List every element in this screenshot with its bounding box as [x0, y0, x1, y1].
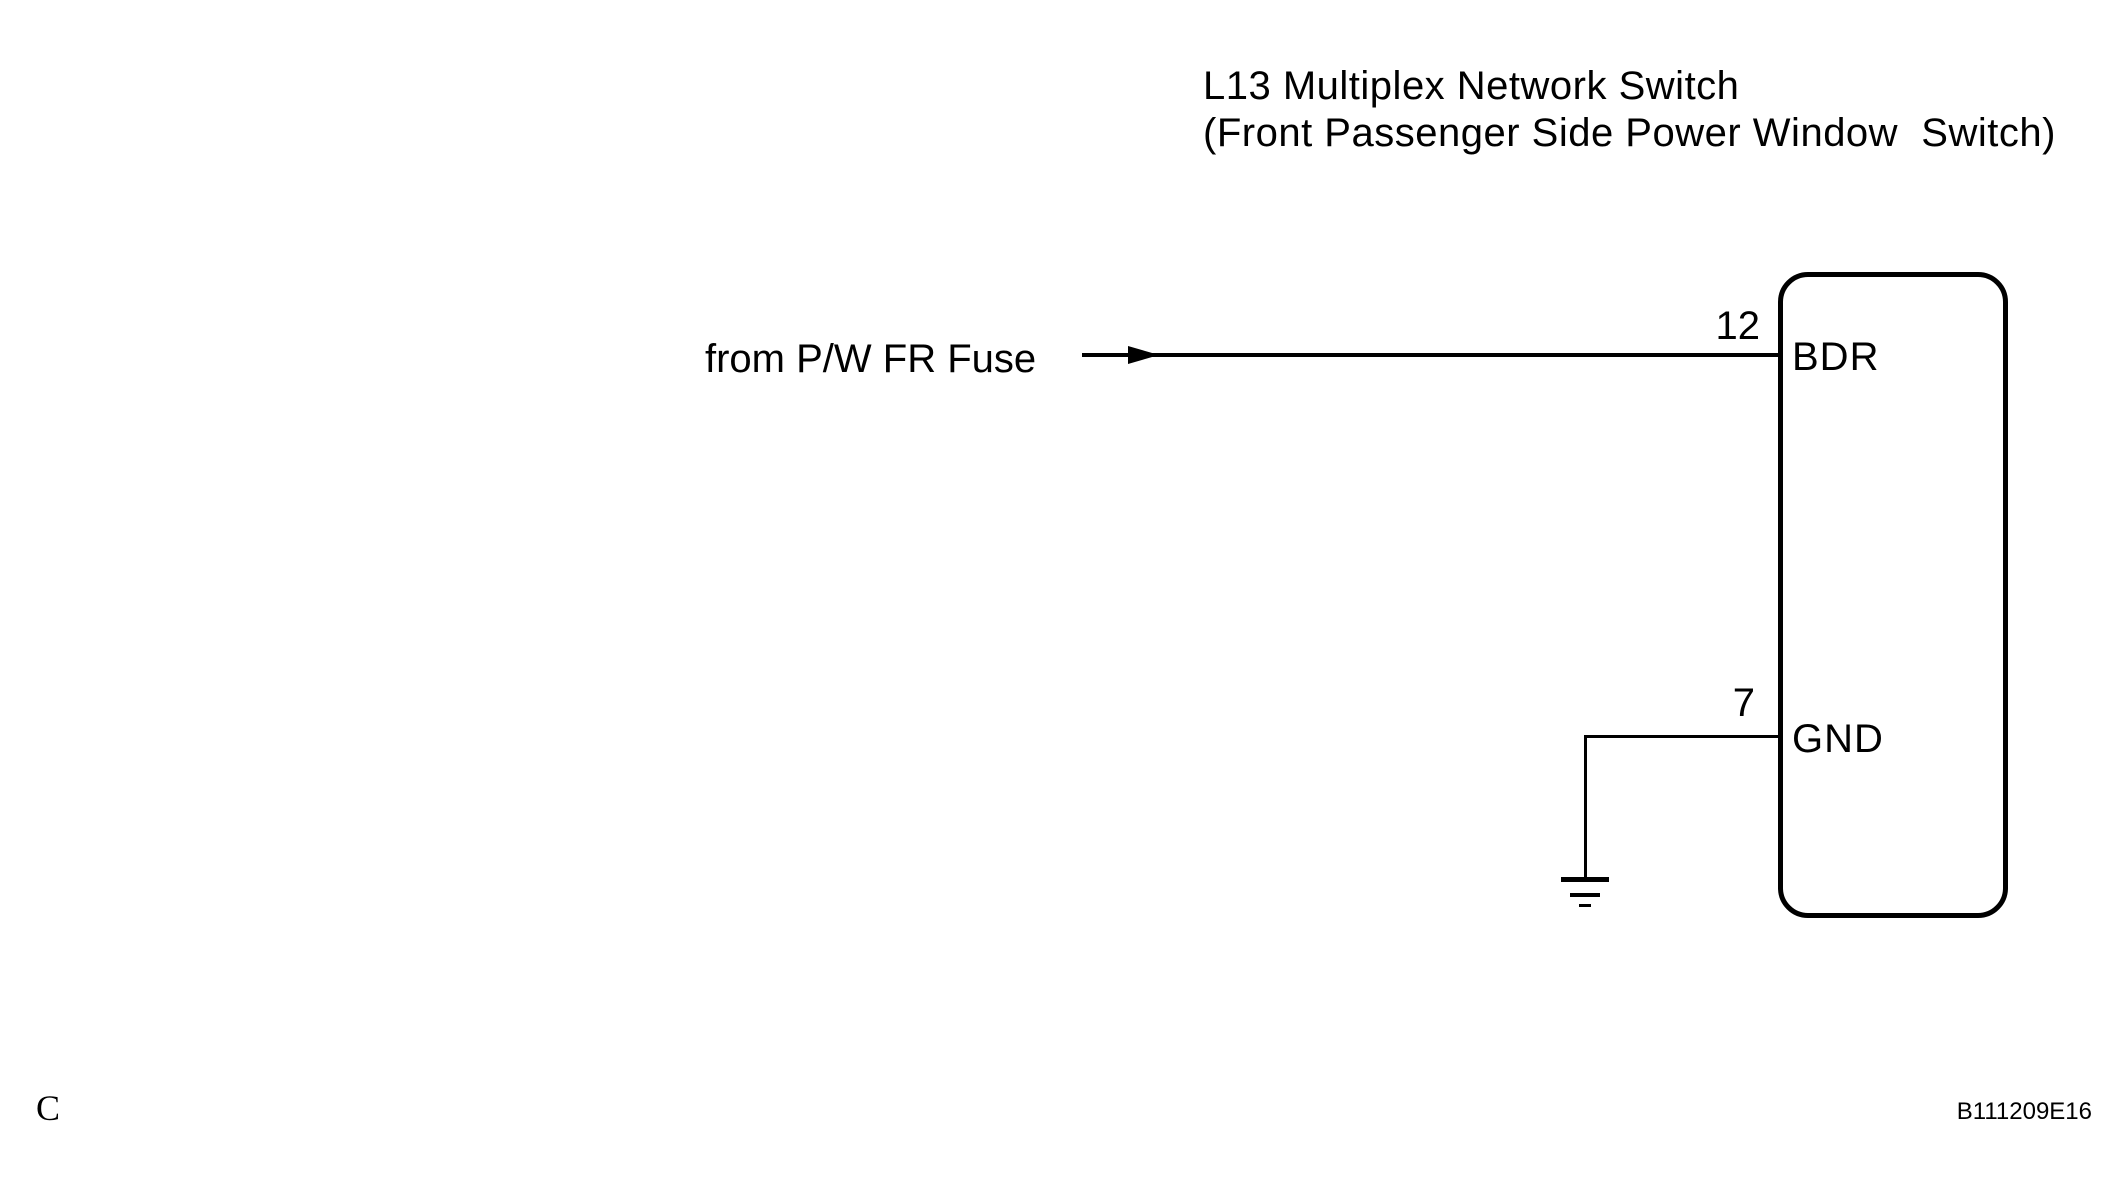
- flow-arrow-icon: [1128, 346, 1159, 364]
- ground-bar-medium: [1570, 893, 1600, 897]
- page-letter: C: [36, 1088, 61, 1128]
- component-title-line1: L13 Multiplex Network Switch: [1203, 64, 1740, 108]
- ground-bar-short: [1579, 904, 1591, 907]
- component-box: [1778, 272, 2008, 918]
- pin-number-7: 7: [1732, 681, 1755, 725]
- ground-bar-long: [1561, 877, 1609, 882]
- gnd-wire-horizontal: [1584, 735, 1778, 738]
- figure-code: B111209E16: [1956, 1098, 2092, 1125]
- component-title-line2: (Front Passenger Side Power Window Switc…: [1203, 111, 2056, 155]
- port-label-bdr: BDR: [1792, 335, 1880, 379]
- source-label: from P/W FR Fuse: [705, 337, 1037, 381]
- gnd-wire-vertical: [1584, 735, 1587, 877]
- port-label-gnd: GND: [1792, 717, 1884, 761]
- ground-symbol-icon: [1555, 877, 1615, 909]
- bdr-wire: [1082, 353, 1778, 357]
- pin-number-12: 12: [1715, 304, 1761, 348]
